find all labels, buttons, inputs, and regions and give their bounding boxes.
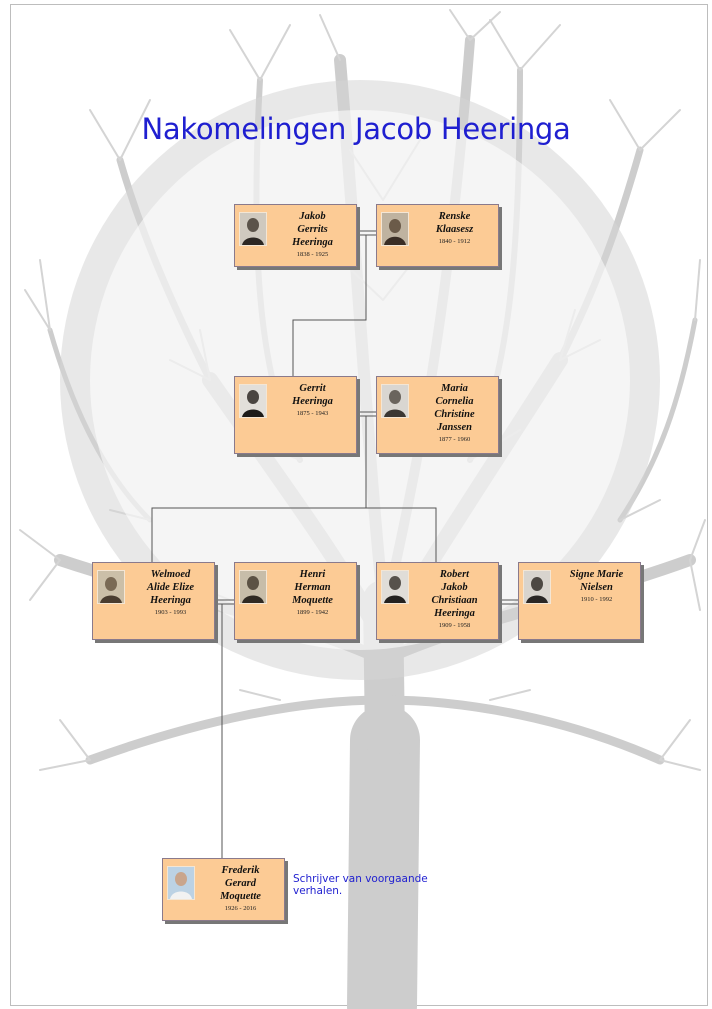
- person-name: Frederik Gerard Moquette: [220, 865, 261, 902]
- person-name: Renske Klaasesz: [435, 211, 474, 235]
- person-dates: 1909 - 1958: [438, 622, 471, 629]
- portrait-icon: [239, 212, 267, 246]
- person-card-robert[interactable]: Robert Jakob Christiaan Heeringa 1909 - …: [376, 562, 499, 640]
- person-dates: 1875 - 1943: [296, 410, 329, 417]
- person-dates: 1910 - 1992: [580, 596, 613, 603]
- person-card-jakob[interactable]: Jakob Gerrits Heeringa 1838 - 1925: [234, 204, 357, 267]
- person-name: Welmoed Alide Elize Heeringa: [147, 569, 194, 606]
- person-dates: 1840 - 1912: [438, 238, 471, 245]
- portrait-icon: [167, 866, 195, 900]
- portrait-icon: [97, 570, 125, 604]
- page-title: Nakomelingen Jacob Heeringa: [141, 112, 571, 146]
- person-dates: 1899 - 1942: [296, 609, 329, 616]
- author-note: Schrijver van voorgaande verhalen.: [293, 873, 428, 897]
- portrait-icon: [381, 212, 409, 246]
- person-name: Henri Herman Moquette: [292, 569, 333, 606]
- person-card-frederik[interactable]: Frederik Gerard Moquette 1926 - 2016: [162, 858, 285, 921]
- person-dates: 1926 - 2016: [224, 905, 257, 912]
- person-dates: 1838 - 1925: [296, 251, 329, 258]
- person-card-henri[interactable]: Henri Herman Moquette 1899 - 1942: [234, 562, 357, 640]
- portrait-icon: [239, 384, 267, 418]
- portrait-icon: [381, 384, 409, 418]
- person-dates: 1877 - 1960: [438, 436, 471, 443]
- portrait-icon: [381, 570, 409, 604]
- portrait-icon: [239, 570, 267, 604]
- person-name: Robert Jakob Christiaan Heeringa: [431, 569, 478, 619]
- person-dates: 1903 - 1993: [154, 609, 187, 616]
- person-card-gerrit[interactable]: Gerrit Heeringa 1875 - 1943: [234, 376, 357, 454]
- person-name: Gerrit Heeringa: [292, 383, 333, 407]
- portrait-icon: [523, 570, 551, 604]
- person-name: Jakob Gerrits Heeringa: [292, 211, 333, 248]
- person-card-maria[interactable]: Maria Cornelia Christine Janssen 1877 - …: [376, 376, 499, 454]
- person-card-renske[interactable]: Renske Klaasesz 1840 - 1912: [376, 204, 499, 267]
- person-name: Maria Cornelia Christine Janssen: [434, 383, 475, 433]
- person-card-welmoed[interactable]: Welmoed Alide Elize Heeringa 1903 - 1993: [92, 562, 215, 640]
- person-name: Signe Marie Nielsen: [569, 569, 624, 593]
- person-card-signe[interactable]: Signe Marie Nielsen 1910 - 1992: [518, 562, 641, 640]
